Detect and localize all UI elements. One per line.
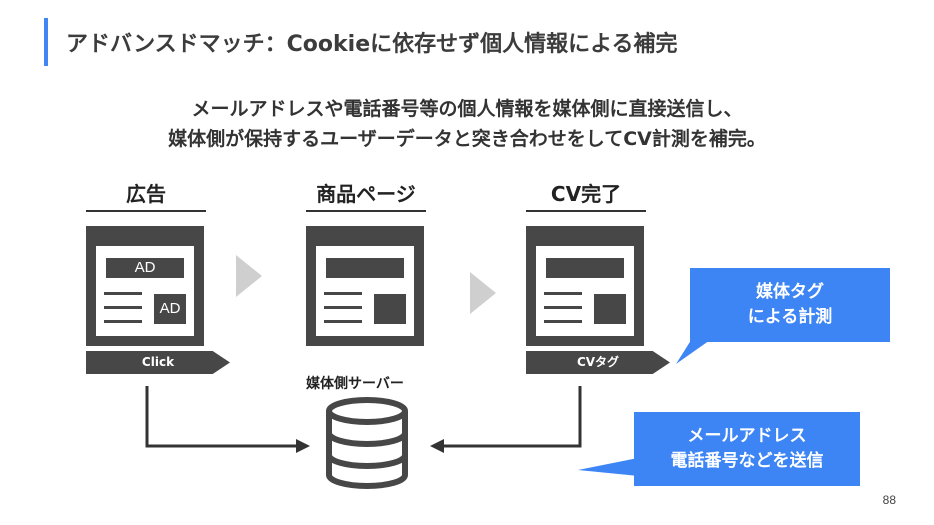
header-block [546,258,624,278]
column-label-ad: 広告 [126,182,166,206]
cv-page-illustration [526,226,644,346]
slide-title: アドバンスドマッチ：Cookieに依存せず個人情報による補完 [66,32,678,57]
flow-chevron-icon [236,255,262,297]
page-number: 88 [882,493,896,507]
image-block [374,294,406,324]
text-line [324,292,362,295]
callout-send-box: メールアドレス 電話番号などを送信 [634,412,860,486]
column-label-product-page: 商品ページ [316,182,416,206]
column-label-cv-complete: CV完了 [550,182,622,206]
product-page-content [316,246,414,336]
click-tag: Click [86,351,230,374]
callout-send: メールアドレス 電話番号などを送信 [578,410,868,490]
text-line [104,320,142,323]
text-line [544,320,582,323]
image-block [594,294,626,324]
ad-banner-top: AD [106,258,184,278]
column-underline-cv-complete [526,210,646,212]
cv-page-content [536,246,634,336]
flow-chevron-icon [470,272,496,314]
callout-send-line2: 電話番号などを送信 [670,451,824,471]
text-line [104,306,142,309]
callout-send-line1: メールアドレス [687,426,807,446]
callout-send-tail-icon [578,458,638,476]
cv-tag: CVタグ [526,351,670,374]
column-underline-product-page [306,210,426,212]
ad-banner-top-label: AD [134,259,156,276]
ad-banner-side-label: AD [159,300,181,317]
callout-measure: 媒体タグ による計測 [660,268,900,378]
text-line [324,306,362,309]
subtitle-line-2: 媒体側が保持するユーザーデータと突き合わせをしてCV計測を補完。 [168,128,766,150]
subtitle-line-1: メールアドレスや電話番号等の個人情報を媒体側に直接送信し、 [191,98,743,120]
callout-measure-line2: による計測 [747,307,833,327]
server-label: 媒体側サーバー [306,376,404,392]
column-underline-ad [86,210,206,212]
product-page-illustration [306,226,424,346]
callout-measure-line1: 媒体タグ [756,282,824,302]
ad-page-illustration: AD AD [86,226,204,346]
text-line [324,320,362,323]
text-line [544,292,582,295]
text-line [544,306,582,309]
ad-page-content: AD AD [96,246,194,336]
database-icon [326,397,408,489]
text-line [104,292,142,295]
header-block [326,258,404,278]
title-accent-bar [44,18,48,66]
ad-banner-side: AD [154,294,186,324]
callout-measure-box: 媒体タグ による計測 [690,268,890,342]
